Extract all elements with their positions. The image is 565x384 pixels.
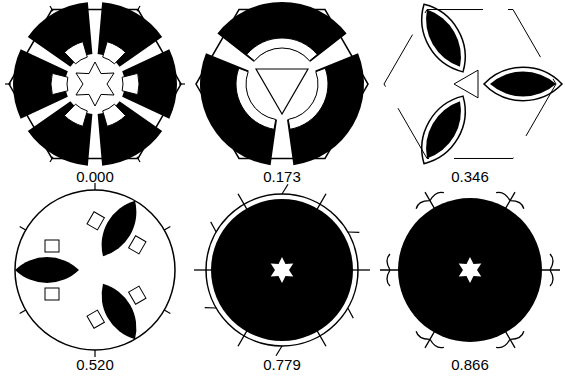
white-cell [122, 73, 139, 94]
white-band [247, 38, 317, 61]
circle-outline [15, 190, 175, 350]
white-cell [64, 42, 87, 64]
tick [205, 307, 216, 309]
lens-group [410, 0, 478, 80]
white-cell [129, 236, 146, 254]
tick [317, 194, 326, 210]
tick [348, 231, 359, 233]
white-cell [129, 286, 146, 304]
center-triangle [256, 69, 308, 114]
value-label: 0.346 [451, 168, 489, 185]
tick [50, 157, 53, 162]
lens-region [410, 0, 478, 80]
black-sector [28, 101, 93, 165]
curl-mark [491, 184, 529, 217]
lens-region [416, 95, 471, 165]
black-disk [398, 198, 542, 342]
hexagon-outline [384, 10, 556, 159]
white-cell [87, 212, 104, 230]
center-star [459, 257, 482, 283]
white-cell [51, 73, 68, 94]
tick [94, 350, 95, 357]
tick [352, 269, 370, 270]
lens-region [490, 72, 556, 97]
curl-stroke [411, 184, 449, 217]
circle-outline [206, 194, 358, 346]
black-sector [122, 49, 177, 118]
black-sector [98, 101, 163, 165]
tick [282, 184, 288, 194]
value-label: 0.000 [76, 168, 114, 185]
tick [20, 227, 26, 231]
black-disk [211, 199, 353, 341]
curl-mark [380, 254, 400, 286]
value-label: 0.520 [76, 356, 114, 373]
curl-stroke [491, 323, 529, 356]
white-cell [87, 310, 104, 328]
lens-group [77, 186, 161, 271]
lens-group [77, 269, 161, 354]
curl-stroke [380, 254, 400, 286]
black-sector [28, 2, 93, 66]
curl-stroke [411, 323, 449, 356]
white-cell [103, 104, 126, 126]
value-label: 0.866 [451, 356, 489, 373]
tick [164, 310, 170, 314]
curl-mark [491, 323, 529, 356]
lens-group [410, 88, 478, 172]
lens-region [416, 3, 471, 73]
lens-group [484, 67, 562, 100]
tick [179, 83, 185, 84]
white-cell [45, 288, 59, 300]
white-cell [45, 240, 59, 252]
tick [211, 222, 216, 232]
lens-region [15, 257, 79, 283]
value-label: 0.779 [263, 356, 301, 373]
curl-mark [540, 254, 560, 286]
tick [164, 227, 170, 231]
tick [238, 194, 247, 210]
white-cell [103, 42, 126, 64]
tick [20, 310, 26, 314]
lens-region [410, 88, 478, 172]
tick [348, 308, 353, 318]
lens-region [92, 277, 146, 345]
tick [137, 157, 140, 162]
tick [50, 6, 53, 11]
tick [5, 83, 11, 84]
tick [276, 346, 282, 356]
curl-mark [411, 323, 449, 356]
lens-region [484, 67, 562, 100]
center-star [76, 62, 114, 106]
black-sector [13, 49, 68, 118]
tick [238, 331, 247, 347]
lens-group [15, 240, 79, 300]
lens-region [92, 194, 146, 262]
value-label: 0.173 [263, 168, 301, 185]
curl-mark [411, 184, 449, 217]
curl-stroke [540, 254, 560, 286]
curl-stroke [491, 184, 529, 217]
white-cell [64, 104, 87, 126]
tick [317, 331, 326, 347]
center-triangle [454, 70, 478, 98]
black-sector [217, 2, 346, 62]
black-sector [98, 2, 163, 66]
tick [137, 6, 140, 11]
center-star [271, 257, 294, 283]
tick [194, 269, 212, 270]
